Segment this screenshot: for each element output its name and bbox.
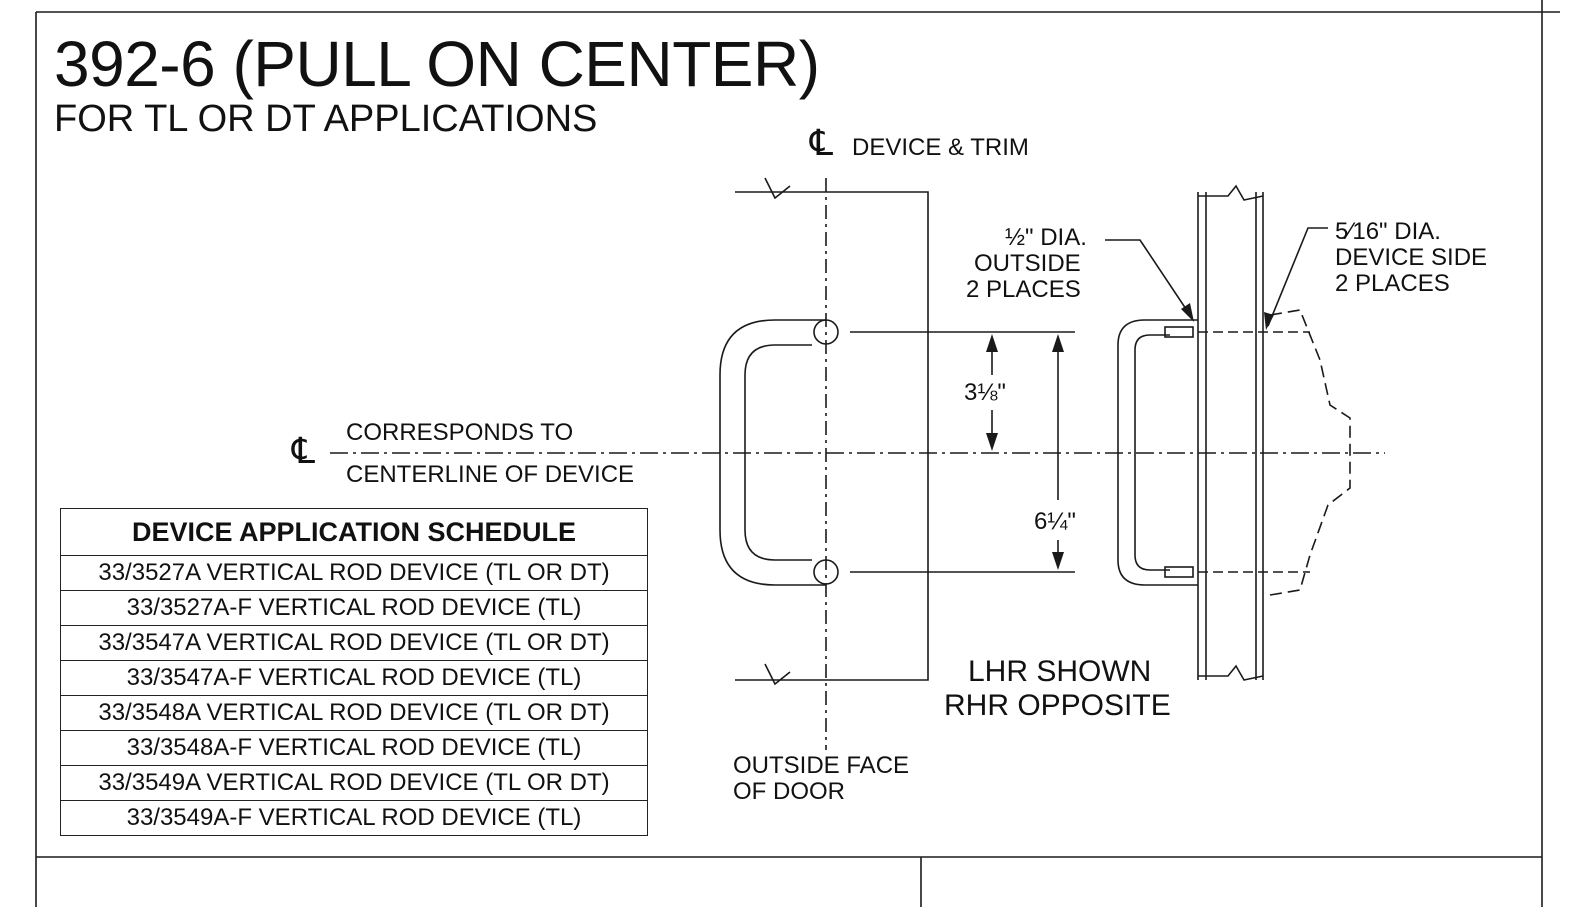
arrow-small-down (986, 433, 998, 451)
cl-symbol-top: ℄ (810, 122, 834, 163)
dimension-large: 6¼" (1034, 508, 1076, 535)
section-break-top (1198, 184, 1264, 201)
cl-symbol-left: ℄ (292, 430, 316, 471)
device-trim-label: DEVICE & TRIM (852, 134, 1029, 161)
arrow-large-up (1052, 334, 1064, 352)
outside-face-label: OUTSIDE FACE (733, 752, 910, 779)
arrow-half-dia (1181, 303, 1194, 322)
drawing-title: 392-6 (PULL ON CENTER) (54, 28, 820, 100)
device-application-schedule: DEVICE APPLICATION SCHEDULE 33/3527A VER… (60, 508, 648, 836)
arrow-small-up (986, 334, 998, 352)
break-mark-bottom (764, 663, 791, 686)
mount-hole-top (813, 319, 839, 345)
pull-handle-inner (744, 344, 812, 561)
leader-half-dia (1105, 239, 1193, 319)
pull-handle-outer (719, 319, 826, 586)
schedule-row: 33/3549A-F VERTICAL ROD DEVICE (TL) (60, 800, 648, 836)
fastener-bottom (1164, 566, 1194, 578)
side-handle (1117, 319, 1198, 586)
schedule-row: 33/3547A VERTICAL ROD DEVICE (TL OR DT) (60, 625, 648, 661)
arrow-large-down (1052, 552, 1064, 570)
lhr-shown-label: LHR SHOWN (968, 655, 1152, 688)
side-handle-inner (1134, 334, 1170, 571)
two-places-label-b: 2 PLACES (1335, 270, 1450, 297)
outside-label: OUTSIDE (974, 250, 1081, 277)
section-break-bottom (1198, 664, 1264, 681)
mount-hole-bottom (813, 559, 839, 585)
centerline-of-device-label: CENTERLINE OF DEVICE (346, 461, 635, 488)
leader-five16-dia (1267, 227, 1328, 327)
five16-dia-label: 5⁄16" DIA. (1335, 218, 1441, 245)
drawing-subtitle: FOR TL OR DT APPLICATIONS (54, 98, 598, 140)
corresponds-to-label: CORRESPONDS TO (346, 419, 574, 446)
device-outline (1269, 309, 1351, 596)
dimension-small: 3⅛" (964, 379, 1006, 406)
schedule-row: 33/3527A VERTICAL ROD DEVICE (TL OR DT) (60, 555, 648, 591)
schedule-row: 33/3547A-F VERTICAL ROD DEVICE (TL) (60, 660, 648, 696)
schedule-row: 33/3548A-F VERTICAL ROD DEVICE (TL) (60, 730, 648, 766)
device-side-label: DEVICE SIDE (1335, 244, 1488, 271)
half-dia-label: ½" DIA. (1005, 224, 1087, 251)
of-door-label: OF DOOR (733, 778, 845, 805)
break-mark-top (764, 177, 791, 200)
door-outline (735, 191, 929, 681)
schedule-row: 33/3549A VERTICAL ROD DEVICE (TL OR DT) (60, 765, 648, 801)
arrow-five16-dia (1264, 312, 1274, 330)
schedule-row: 33/3548A VERTICAL ROD DEVICE (TL OR DT) (60, 695, 648, 731)
schedule-header: DEVICE APPLICATION SCHEDULE (60, 508, 648, 556)
rhr-opposite-label: RHR OPPOSITE (944, 689, 1171, 722)
two-places-label-a: 2 PLACES (966, 276, 1081, 303)
schedule-row: 33/3527A-F VERTICAL ROD DEVICE (TL) (60, 590, 648, 626)
fastener-top (1164, 326, 1194, 338)
